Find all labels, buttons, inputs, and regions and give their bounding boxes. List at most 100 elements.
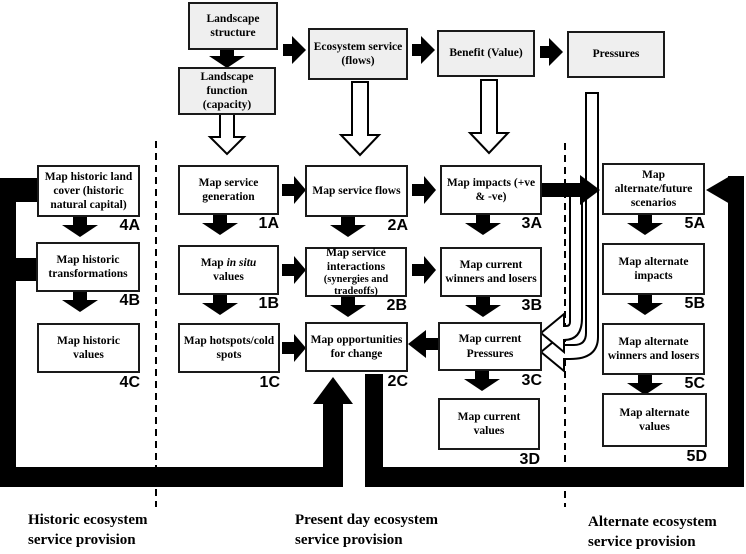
- feedback-loops: [0, 176, 744, 487]
- box-5a-text: Map alternate/future scenarios: [614, 168, 693, 209]
- box-5d-map-alternate-values: Map alternate values: [602, 393, 707, 447]
- box-2b-text: Map service interactions (synergies and …: [309, 246, 403, 298]
- loop-2c-to-5a-bottom: [365, 374, 744, 487]
- box-3c-text: Map current Pressures: [458, 333, 522, 360]
- arrow-3c-to-2c: [408, 330, 438, 358]
- step-label-5d: 5D: [686, 448, 707, 465]
- box-2c-map-opportunities-for-change: Map opportunities for change: [305, 322, 408, 372]
- arrow-2a-to-3a: [412, 176, 436, 204]
- box-1b-text: Map in situ values: [201, 256, 257, 284]
- solid-arrows: [62, 36, 663, 395]
- box-benefit-value-text: Benefit (Value): [449, 47, 523, 60]
- loop-2c-to-5a-right-bar: [728, 176, 744, 487]
- arrow-1a-down: [202, 214, 238, 235]
- hollow-arrow-branch-to-3c: [539, 195, 583, 355]
- step-label-4c: 4C: [119, 374, 140, 391]
- box-5a-map-alternate-future-scenarios: Map alternate/future scenarios: [602, 163, 705, 215]
- arrow-4a-down: [62, 216, 98, 237]
- hollow-arrow-function-to-1a: [207, 113, 247, 156]
- step-label-3d: 3D: [519, 451, 540, 468]
- arrow-2b-to-3b: [412, 256, 436, 284]
- box-4b-map-historic-transformations: Map historic transformations: [36, 242, 140, 292]
- arrow-service-to-benefit: [412, 36, 435, 64]
- box-1a-map-service-generation: Map service generation: [178, 165, 279, 215]
- step-label-3a: 3A: [521, 215, 542, 232]
- box-2b-sub: (synergies and tradeoffs): [323, 273, 389, 298]
- box-5c-text: Map alternate winners and losers: [607, 335, 700, 362]
- step-label-2a: 2A: [387, 217, 408, 234]
- box-1a-text: Map service generation: [198, 176, 259, 203]
- step-label-2c: 2C: [387, 373, 408, 390]
- arrow-benefit-to-pressures: [540, 38, 563, 66]
- box-2a-map-service-flows: Map service flows: [305, 165, 408, 217]
- box-4c-map-historic-values: Map historic values: [37, 323, 140, 373]
- arrow-structure-to-function: [209, 50, 245, 68]
- step-label-1c: 1C: [259, 374, 280, 391]
- box-5b-map-alternate-impacts: Map alternate impacts: [602, 243, 705, 295]
- box-landscape-function: Landscape function (capacity): [178, 67, 276, 115]
- section-label-historic: Historic ecosystem service provision: [28, 512, 148, 548]
- arrow-3b-down: [465, 296, 501, 317]
- box-benefit-value: Benefit (Value): [437, 30, 535, 77]
- box-1b-prefix: Map: [200, 256, 227, 269]
- box-3d-map-current-values: Map current values: [438, 398, 540, 450]
- box-1b-suffix: values: [213, 271, 244, 283]
- hollow-arrow-benefit-to-3a: [467, 79, 511, 155]
- arrow-5b-down: [627, 294, 663, 315]
- box-1c-map-hotspots-cold-spots: Map hotspots/cold spots: [178, 323, 280, 373]
- box-ecosystem-service: Ecosystem service (flows): [308, 28, 408, 80]
- box-4a-map-historic-land-cover: Map historic land cover (historic natura…: [37, 165, 140, 217]
- box-1b-italic: in situ: [226, 256, 257, 269]
- box-3b-text: Map current winners and losers: [445, 258, 537, 285]
- arrow-structure-to-service: [283, 36, 306, 64]
- box-3a-text: Map impacts (+ve & -ve): [446, 176, 536, 203]
- box-5d-text: Map alternate values: [619, 406, 690, 433]
- arrow-1b-down: [202, 294, 238, 315]
- step-label-1b: 1B: [258, 295, 279, 312]
- arrow-3a-down: [465, 214, 501, 235]
- box-3a-map-impacts: Map impacts (+ve & -ve): [440, 165, 542, 215]
- section-label-present: Present day ecosystem service provision: [295, 512, 439, 548]
- step-label-2b: 2B: [386, 297, 407, 314]
- section-label-alternate: Alternate ecosystem service provision: [588, 514, 717, 550]
- box-2b-main: Map service interactions: [326, 246, 386, 273]
- arrow-1c-to-2c: [282, 334, 306, 362]
- box-4a-text: Map historic land cover (historic natura…: [44, 170, 133, 211]
- box-pressures: Pressures: [567, 31, 665, 78]
- box-1c-text: Map hotspots/cold spots: [183, 334, 275, 361]
- step-label-5a: 5A: [684, 215, 705, 232]
- arrow-5c-down: [627, 374, 663, 395]
- arrow-1b-to-2b: [282, 256, 306, 284]
- box-2c-text: Map opportunities for change: [310, 333, 403, 360]
- box-2a-text: Map service flows: [312, 184, 401, 197]
- box-landscape-structure: Landscape structure: [188, 2, 278, 50]
- box-pressures-text: Pressures: [592, 48, 640, 61]
- box-ecosystem-service-text: Ecosystem service (flows): [313, 40, 403, 67]
- hollow-arrow-pressures-to-3c: [539, 92, 599, 374]
- box-landscape-function-text: Landscape function (capacity): [200, 70, 254, 112]
- step-label-4a: 4A: [119, 217, 140, 234]
- box-3c-map-current-pressures: Map current Pressures: [438, 322, 542, 371]
- box-4b-text: Map historic transformations: [48, 253, 128, 280]
- step-label-5c: 5C: [684, 375, 705, 392]
- arrow-2a-down: [330, 216, 366, 237]
- arrow-4b-down: [62, 291, 98, 312]
- arrow-3a-to-5a: [542, 175, 600, 205]
- loop-arrowhead-into-5a: [706, 176, 730, 204]
- box-landscape-structure-text: Landscape structure: [206, 12, 260, 39]
- arrow-2b-down: [330, 296, 366, 317]
- box-3d-text: Map current values: [457, 410, 521, 437]
- step-label-3c: 3C: [521, 372, 542, 389]
- arrow-1a-to-2a: [282, 176, 306, 204]
- step-label-5b: 5B: [684, 295, 705, 312]
- box-5b-text: Map alternate impacts: [618, 255, 689, 282]
- step-label-3b: 3B: [521, 297, 542, 314]
- arrow-3c-down: [464, 370, 500, 391]
- step-label-4b: 4B: [119, 292, 140, 309]
- box-1b-map-in-situ-values: Map in situ values: [178, 245, 279, 295]
- hollow-arrow-service-to-2a: [338, 81, 382, 157]
- step-label-1a: 1A: [258, 215, 279, 232]
- box-5c-map-alternate-winners-losers: Map alternate winners and losers: [602, 323, 705, 375]
- box-2b-map-service-interactions: Map service interactions (synergies and …: [305, 247, 407, 297]
